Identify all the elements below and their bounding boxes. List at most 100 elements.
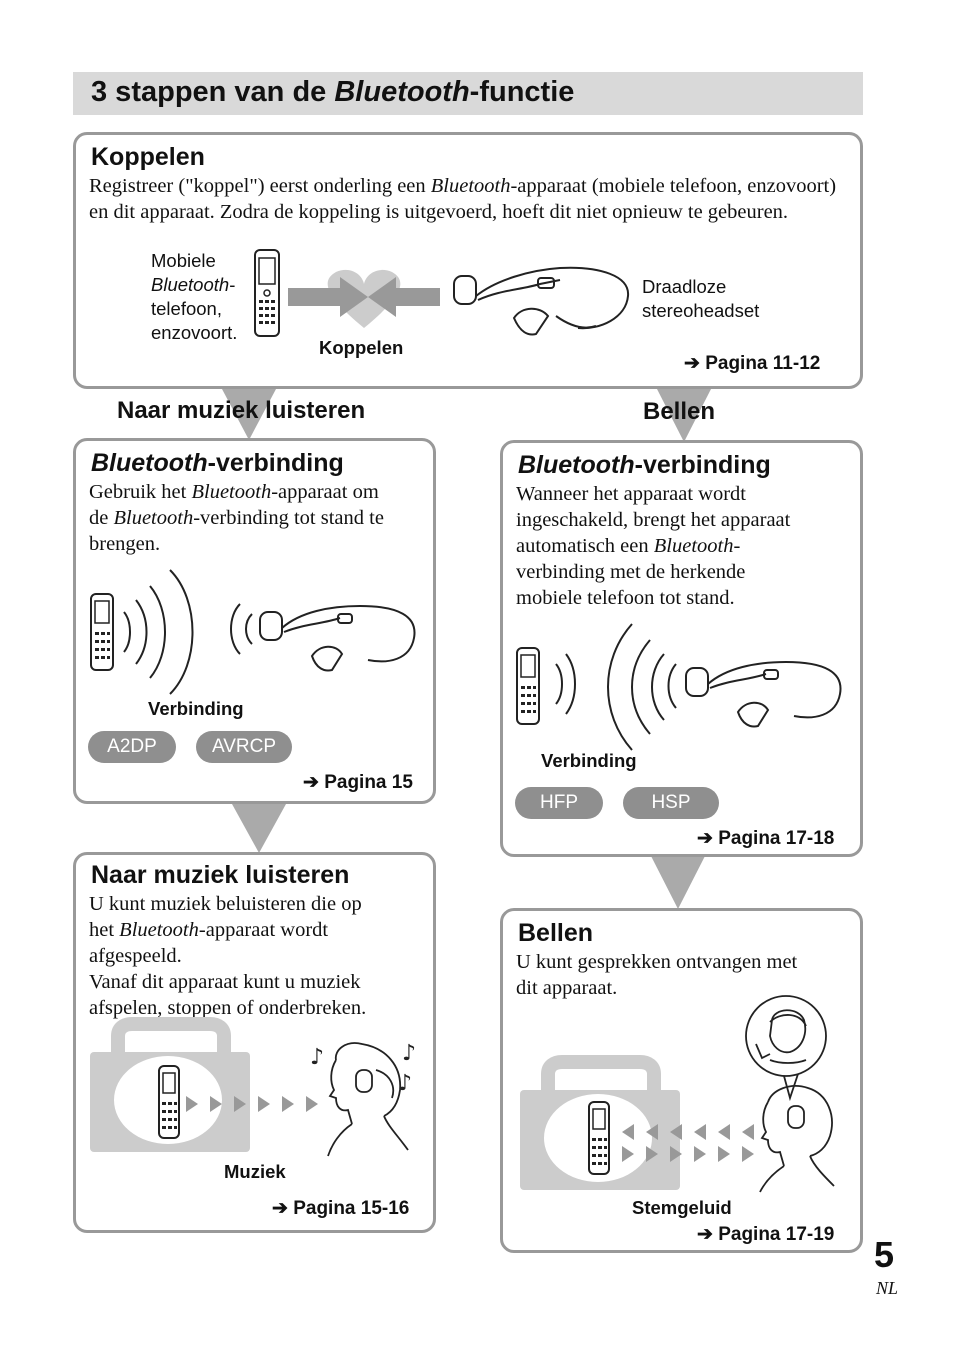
- page-number: 5: [874, 1234, 895, 1275]
- arrow-right-icon: ➔: [697, 828, 719, 849]
- body-text: -apparaat wordt: [198, 919, 329, 941]
- ref-text: Pagina 15-16: [293, 1198, 410, 1219]
- profile-badge-hfp: HFP: [515, 787, 603, 819]
- body-text: U kunt gesprekken ontvangen met: [516, 951, 798, 973]
- svg-text:♪: ♪: [402, 1041, 416, 1066]
- profile-badge-hsp: HSP: [623, 787, 719, 819]
- phone-icon: [158, 1065, 180, 1139]
- pairing-body-text-3: en dit apparaat. Zodra de koppeling is u…: [89, 201, 789, 223]
- arrow-right-icon: ➔: [272, 1198, 294, 1219]
- listener-icon: [759, 1085, 835, 1193]
- arrow-right-icon: ➔: [684, 353, 706, 374]
- body-italic: Bluetooth: [113, 507, 194, 529]
- body-text: het: [89, 919, 120, 941]
- pairing-arrows-icon: [288, 277, 440, 317]
- body-text: automatisch een: [516, 535, 654, 557]
- pairing-heading: Koppelen: [91, 143, 205, 171]
- music-connection-heading: Bluetooth-verbinding: [91, 449, 344, 478]
- headset-icon: [685, 660, 842, 728]
- call-connection-ref: ➔ Pagina 17-18: [697, 827, 834, 850]
- music-caption: Muziek: [224, 1161, 286, 1182]
- body-italic: Bluetooth-: [653, 535, 741, 557]
- music-connection-box: Bluetooth-verbinding Gebruik het Bluetoo…: [73, 438, 436, 804]
- phone-icon: [516, 647, 540, 725]
- title-prefix: 3 stappen van de: [91, 76, 335, 108]
- arrow-right-icon: ➔: [697, 1224, 719, 1245]
- pairing-box: Koppelen Registreer ("koppel") eerst ond…: [73, 132, 863, 389]
- pairing-arrows-label: Koppelen: [319, 337, 404, 358]
- ref-text: Pagina 17-18: [718, 828, 835, 849]
- body-text: afgespeeld.: [89, 945, 182, 967]
- music-connection-body: Gebruik het Bluetooth-apparaat om de Blu…: [89, 479, 384, 557]
- phone-label-3: telefoon,: [151, 298, 222, 319]
- ref-text: Pagina 15: [324, 772, 413, 793]
- triangle-left-2: [232, 804, 286, 853]
- pairing-body-italic: Bluetooth: [430, 175, 511, 197]
- body-text: Gebruik het: [89, 481, 192, 503]
- headset-label-1: Draadloze: [642, 276, 727, 297]
- outgoing-arrows-icon: [622, 1146, 754, 1162]
- pairing-ref-text: Pagina 11-12: [705, 353, 821, 374]
- caller-bubble-icon: [745, 995, 827, 1102]
- phone-label-4: enzovoort.: [151, 322, 238, 343]
- phone-icon: [90, 593, 114, 671]
- flow-label-music: Naar muziek luisteren: [117, 397, 366, 424]
- music-heading: Naar muziek luisteren: [91, 861, 350, 889]
- phone-icon: [588, 1101, 610, 1175]
- heading-italic: Bluetooth: [518, 451, 635, 479]
- phone-label-1: Mobiele: [151, 250, 216, 271]
- body-text: U kunt muziek beluisteren die op: [89, 893, 362, 915]
- phone-label-2: -: [229, 274, 236, 295]
- title-italic: Bluetooth: [334, 76, 470, 108]
- body-text: mobiele telefoon tot stand.: [516, 587, 735, 609]
- call-connection-box: Bluetooth-verbinding Wanneer het apparaa…: [500, 440, 863, 857]
- body-text: afspelen, stoppen of onderbreken.: [89, 997, 367, 1019]
- svg-text:♪: ♪: [398, 1071, 412, 1096]
- heading-italic: Bluetooth: [91, 449, 208, 477]
- body-italic: Bluetooth: [119, 919, 199, 941]
- phone-label: Mobiele Bluetooth- telefoon, enzovoort.: [151, 249, 237, 345]
- pairing-body-text-2: -apparaat (mobiele telefoon, enzovoort): [510, 175, 837, 197]
- signal-waves-icon: [123, 569, 253, 695]
- phone-label-italic: Bluetooth: [151, 274, 230, 295]
- calls-ref: ➔ Pagina 17-19: [697, 1223, 834, 1246]
- phone-icon: [254, 249, 280, 337]
- page-title: 3 stappen van de Bluetooth-functie: [91, 76, 574, 109]
- music-body: U kunt muziek beluisteren die op het Blu…: [89, 891, 366, 1021]
- headset-icon: [453, 266, 630, 336]
- incoming-arrows-icon: [622, 1124, 754, 1140]
- signal-waves-icon: [555, 623, 677, 751]
- profile-badge-a2dp: A2DP: [88, 731, 176, 763]
- body-text: ingeschakeld, brengt het apparaat: [516, 509, 791, 531]
- pairing-body-text-1: Registreer ("koppel") eerst onderling ee…: [89, 175, 431, 197]
- listener-icon: [327, 1042, 409, 1157]
- triangle-right-2: [651, 856, 705, 909]
- music-note-icon: ♪ ♪ ♪: [310, 1041, 416, 1096]
- section-banner: 3 stappen van de Bluetooth-functie: [73, 72, 863, 115]
- pairing-ref: ➔ Pagina 11-12: [684, 352, 820, 375]
- body-text: -verbinding tot stand te: [193, 507, 384, 529]
- call-connection-body: Wanneer het apparaat wordt ingeschakeld,…: [516, 481, 790, 611]
- ref-text: Pagina 17-19: [718, 1224, 835, 1245]
- music-connection-ref: ➔ Pagina 15: [303, 771, 413, 794]
- body-text: dit apparaat.: [516, 977, 618, 999]
- calls-heading: Bellen: [518, 919, 594, 947]
- profile-badge-avrcp: AVRCP: [196, 731, 292, 763]
- arrow-right-icon: ➔: [303, 772, 325, 793]
- heading-suffix: -verbinding: [207, 449, 344, 477]
- body-italic: Bluetooth: [191, 481, 272, 503]
- headset-label: Draadloze stereoheadset: [642, 275, 759, 323]
- flow-label-calls: Bellen: [643, 398, 716, 425]
- calls-box: Bellen U kunt gesprekken ontvangen met d…: [500, 908, 863, 1253]
- body-text: Vanaf dit apparaat kunt u muziek: [89, 971, 361, 993]
- heading-suffix: -verbinding: [634, 451, 771, 479]
- page-language: NL: [876, 1278, 899, 1298]
- music-box: Naar muziek luisteren U kunt muziek belu…: [73, 852, 436, 1233]
- body-text: brengen.: [89, 533, 161, 555]
